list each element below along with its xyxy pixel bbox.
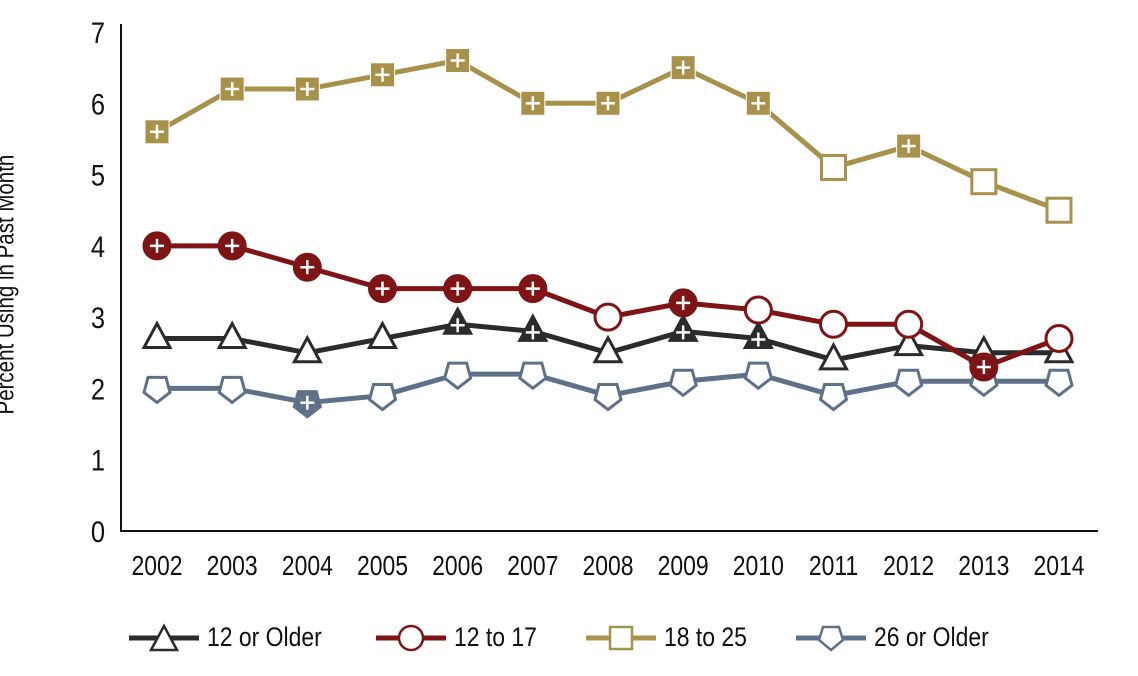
x-tick-label: 2013 — [958, 551, 1009, 582]
y-tick-label: 4 — [91, 230, 105, 263]
circle-marker — [1044, 324, 1074, 354]
y-tick-label: 1 — [91, 444, 105, 477]
y-tick-label: 0 — [91, 515, 105, 548]
x-tick-label: 2002 — [131, 551, 182, 582]
legend-item-18-to-25: 18 to 25 — [586, 622, 762, 653]
y-tick-label: 7 — [91, 16, 105, 49]
x-tick-label: 2010 — [733, 551, 784, 582]
x-tick-label: 2012 — [883, 551, 934, 582]
triangle-marker — [291, 334, 323, 364]
x-tick-label: 2008 — [582, 551, 633, 582]
x-tick-label: 2005 — [357, 551, 408, 582]
triangle-marker — [216, 320, 248, 350]
x-tick-label: 2009 — [658, 551, 709, 582]
pentagon-marker — [442, 361, 473, 391]
pentagon-marker — [818, 383, 849, 412]
pentagon-marker-icon — [795, 625, 866, 652]
pentagon-marker — [142, 375, 172, 405]
y-tick-label: 6 — [91, 87, 105, 120]
legend-item-26-or-older: 26 or Older — [795, 622, 1009, 653]
triangle-marker — [141, 320, 173, 350]
circle-marker-icon — [376, 624, 447, 651]
square-marker-icon — [586, 625, 656, 650]
legend-label: 12 to 17 — [454, 622, 538, 652]
pentagon-marker — [1044, 368, 1074, 398]
legend-label: 18 to 25 — [664, 622, 747, 652]
legend-label: 26 or Older — [873, 622, 989, 652]
pentagon-marker — [743, 361, 774, 391]
x-tick-label: 2004 — [282, 551, 333, 582]
legend-item-12-or-older: 12 or Older — [129, 622, 342, 653]
circle-marker — [819, 309, 848, 339]
triangle-marker-icon — [129, 622, 200, 651]
square-marker — [294, 76, 320, 102]
pentagon-marker — [367, 383, 398, 412]
square-marker — [445, 48, 471, 74]
pentagon-marker — [217, 375, 247, 405]
x-tick-label: 2003 — [207, 551, 258, 582]
x-tick-label: 2006 — [432, 551, 483, 582]
triangle-marker — [817, 341, 850, 371]
triangle-marker — [893, 327, 925, 357]
x-tick-label: 2014 — [1033, 551, 1084, 582]
circle-marker — [743, 295, 773, 325]
circle-marker — [894, 309, 924, 339]
legend-label: 12 or Older — [207, 622, 323, 652]
y-tick-label: 2 — [91, 372, 105, 405]
pentagon-marker — [593, 383, 623, 412]
series-line — [155, 58, 1060, 213]
x-tick-label: 2011 — [809, 551, 858, 582]
line-chart: 0 1 2 3 4 5 6 7 2002 2003 2004 2005 2006 2007 2008 2009… — [91, 16, 1098, 582]
square-marker — [820, 153, 847, 181]
x-tick-label: 2007 — [507, 551, 558, 582]
y-tick-label: 3 — [91, 301, 105, 334]
circle-marker — [593, 302, 623, 332]
legend: 12 or Older 12 to 17 18 to 25 26 or Olde… — [0, 622, 1138, 653]
square-marker — [970, 168, 998, 196]
legend-item-12-to-17: 12 to 17 — [376, 622, 552, 653]
pentagon-marker — [668, 368, 698, 398]
triangle-marker — [592, 334, 624, 364]
y-tick-label: 5 — [91, 159, 105, 192]
triangle-marker — [366, 320, 399, 350]
pentagon-marker — [893, 368, 924, 398]
square-marker — [1045, 196, 1073, 224]
pentagon-marker — [518, 361, 548, 391]
